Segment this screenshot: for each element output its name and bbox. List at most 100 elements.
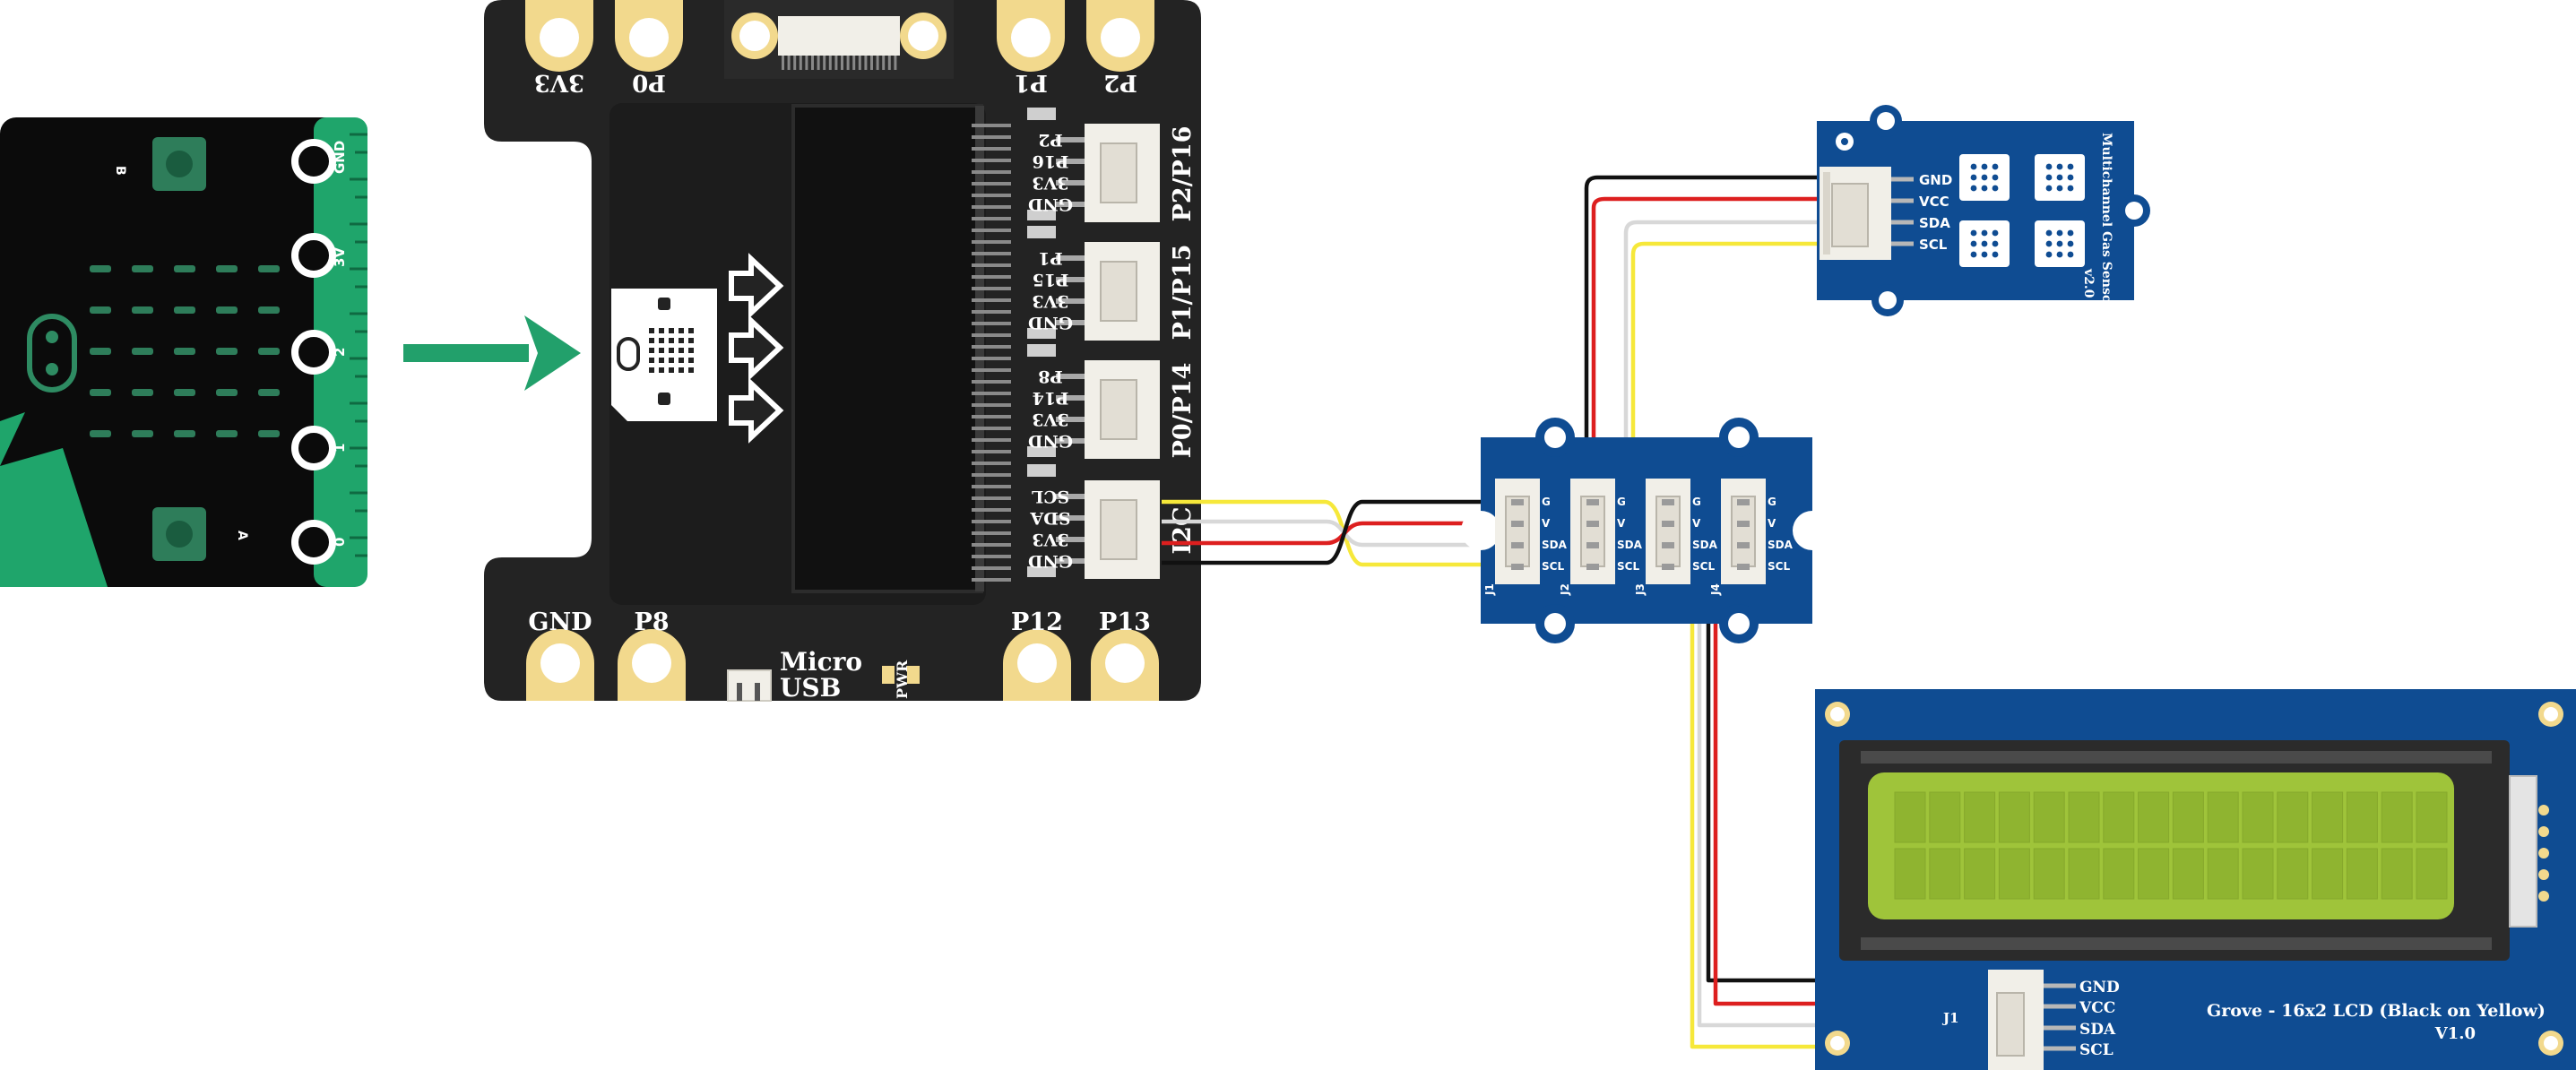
hub-port-label: J2 <box>1559 583 1571 596</box>
insert-direction-icon-2 <box>729 315 784 381</box>
lcd-pin-sda: SDA <box>2079 1021 2116 1039</box>
gas-sensor-chip <box>1959 154 2010 201</box>
hub-pin-label: V <box>1617 517 1626 530</box>
edge-ring-3v <box>291 233 336 278</box>
shield-pin-label: P14 <box>1033 388 1069 408</box>
lcd-board: GND VCC SDA SCL J1 Grove - 16x2 LCD (Bla… <box>1815 689 2576 1070</box>
gas-sensor-title: Multichannel Gas Sensor <box>2099 133 2114 310</box>
hub-pin-label: G <box>1617 496 1626 508</box>
hub-port-label: J4 <box>1709 583 1722 596</box>
hub-port-label: J3 <box>1634 583 1647 596</box>
shield-port-label: P1/P15 <box>1169 245 1197 341</box>
hub-pin-label: SDA <box>1692 539 1718 551</box>
wire-shield-to-hub <box>1162 499 1526 567</box>
gas-pin-vcc: VCC <box>1919 194 1949 210</box>
gas-pin-scl: SCL <box>1919 237 1948 253</box>
shield-pin-label: 3V3 <box>1032 410 1068 429</box>
gas-sensor-chip <box>2035 154 2085 201</box>
hub-pin-label: V <box>1768 517 1776 530</box>
lcd-pin-gnd: GND <box>2079 979 2120 997</box>
gas-sensor-connector <box>1820 167 1891 260</box>
lcd-title: Grove - 16x2 LCD (Black on Yellow) <box>2207 1001 2546 1021</box>
gas-sensor-chip <box>1959 220 2010 267</box>
shield-pin-label: P8 <box>1038 367 1063 386</box>
edge-label-3v: 3V <box>332 247 348 267</box>
top-ribbon-connector <box>724 0 954 79</box>
hub-port-j2: GV SDA SCL J2 <box>1559 479 1643 596</box>
bottom-pin-p13: P13 <box>1099 608 1151 636</box>
gas-sensor-version: v2.0 <box>2081 268 2096 298</box>
power-led: PWR <box>882 660 920 699</box>
edge-label-2: 2 <box>332 348 348 357</box>
shield-port-label: P0/P14 <box>1169 363 1197 459</box>
shield-pin-label: 3V3 <box>1032 173 1068 193</box>
top-pin-p0: P0 <box>632 69 666 96</box>
bottom-pin-gnd: GND <box>528 608 592 636</box>
expansion-shield: 3V3 P0 P1 P2 GND P8 P12 <box>484 0 1201 703</box>
edge-label-0: 0 <box>332 538 348 547</box>
edge-ring-0 <box>291 520 336 565</box>
bottom-pin-p12: P12 <box>1011 608 1063 636</box>
gas-sensor-board: GND VCC SDA SCL Multichannel Gas Sensor … <box>1817 105 2150 316</box>
shield-pin-label: 3V3 <box>1032 530 1068 549</box>
hub-pin-label: G <box>1542 496 1551 508</box>
edge-ring-gnd <box>291 139 336 184</box>
insert-arrow-icon <box>403 315 581 391</box>
shield-pin-label: GND <box>1028 551 1073 571</box>
hub-port-j1: GV SDA SCL J1 <box>1483 479 1568 596</box>
microbit-board: GND 3V 2 1 0 B A <box>0 117 367 587</box>
top-pin-p1: P1 <box>1014 69 1048 96</box>
top-pin-3v3: 3V3 <box>534 69 584 96</box>
shield-pin-label: P15 <box>1033 270 1069 289</box>
hub-pin-label: SCL <box>1692 560 1715 573</box>
gas-sensor-chip <box>2035 220 2085 267</box>
hub-port-j3: GV SDA SCL J3 <box>1634 479 1718 596</box>
lcd-pin-vcc: VCC <box>2079 999 2115 1017</box>
insert-direction-icon-3 <box>729 377 784 444</box>
grove-logo-icon <box>1836 133 1854 151</box>
bottom-pin-p8: P8 <box>634 608 669 636</box>
top-pin-p2: P2 <box>1103 69 1137 96</box>
insert-direction-icon-1 <box>729 253 784 319</box>
hub-pin-label: SCL <box>1542 560 1564 573</box>
hub-pin-label: SDA <box>1542 539 1568 551</box>
usb-label-micro: Micro <box>780 647 862 677</box>
hub-port-label: J1 <box>1483 583 1496 596</box>
edge-ring-1 <box>291 426 336 470</box>
microbit-logo <box>27 314 77 393</box>
micro-usb-connector: Micro USB <box>727 647 862 703</box>
hub-pin-label: G <box>1692 496 1701 508</box>
shield-port-label: I2C <box>1169 507 1197 555</box>
shield-pin-label: P2 <box>1038 130 1063 150</box>
shield-pin-label: P16 <box>1033 151 1069 171</box>
hub-pin-label: SCL <box>1617 560 1639 573</box>
hub-pin-label: G <box>1768 496 1776 508</box>
shield-pin-label: SCL <box>1032 487 1069 506</box>
hub-pin-label: V <box>1542 517 1551 530</box>
wire-hub-to-gas-sensor <box>1584 175 1823 566</box>
shield-pin-label: GND <box>1028 431 1073 451</box>
button-b-label: B <box>113 166 127 176</box>
edge-ring-2 <box>291 330 336 375</box>
button-a-label: A <box>235 531 249 540</box>
shield-port-label: P2/P16 <box>1169 126 1197 222</box>
edge-label-gnd: GND <box>332 141 348 174</box>
microbit-icon <box>611 289 717 421</box>
shield-pin-label: GND <box>1028 313 1073 332</box>
led-matrix <box>90 265 280 437</box>
hub-pin-label: V <box>1692 517 1701 530</box>
hub-pin-label: SDA <box>1617 539 1643 551</box>
lcd-version: V1.0 <box>2434 1024 2476 1043</box>
edge-connector-slot <box>791 104 983 593</box>
usb-label-usb: USB <box>780 673 841 703</box>
lcd-connector-label: J1 <box>1941 1010 1959 1026</box>
button-b: B <box>113 137 206 191</box>
edge-label-1: 1 <box>332 444 348 453</box>
